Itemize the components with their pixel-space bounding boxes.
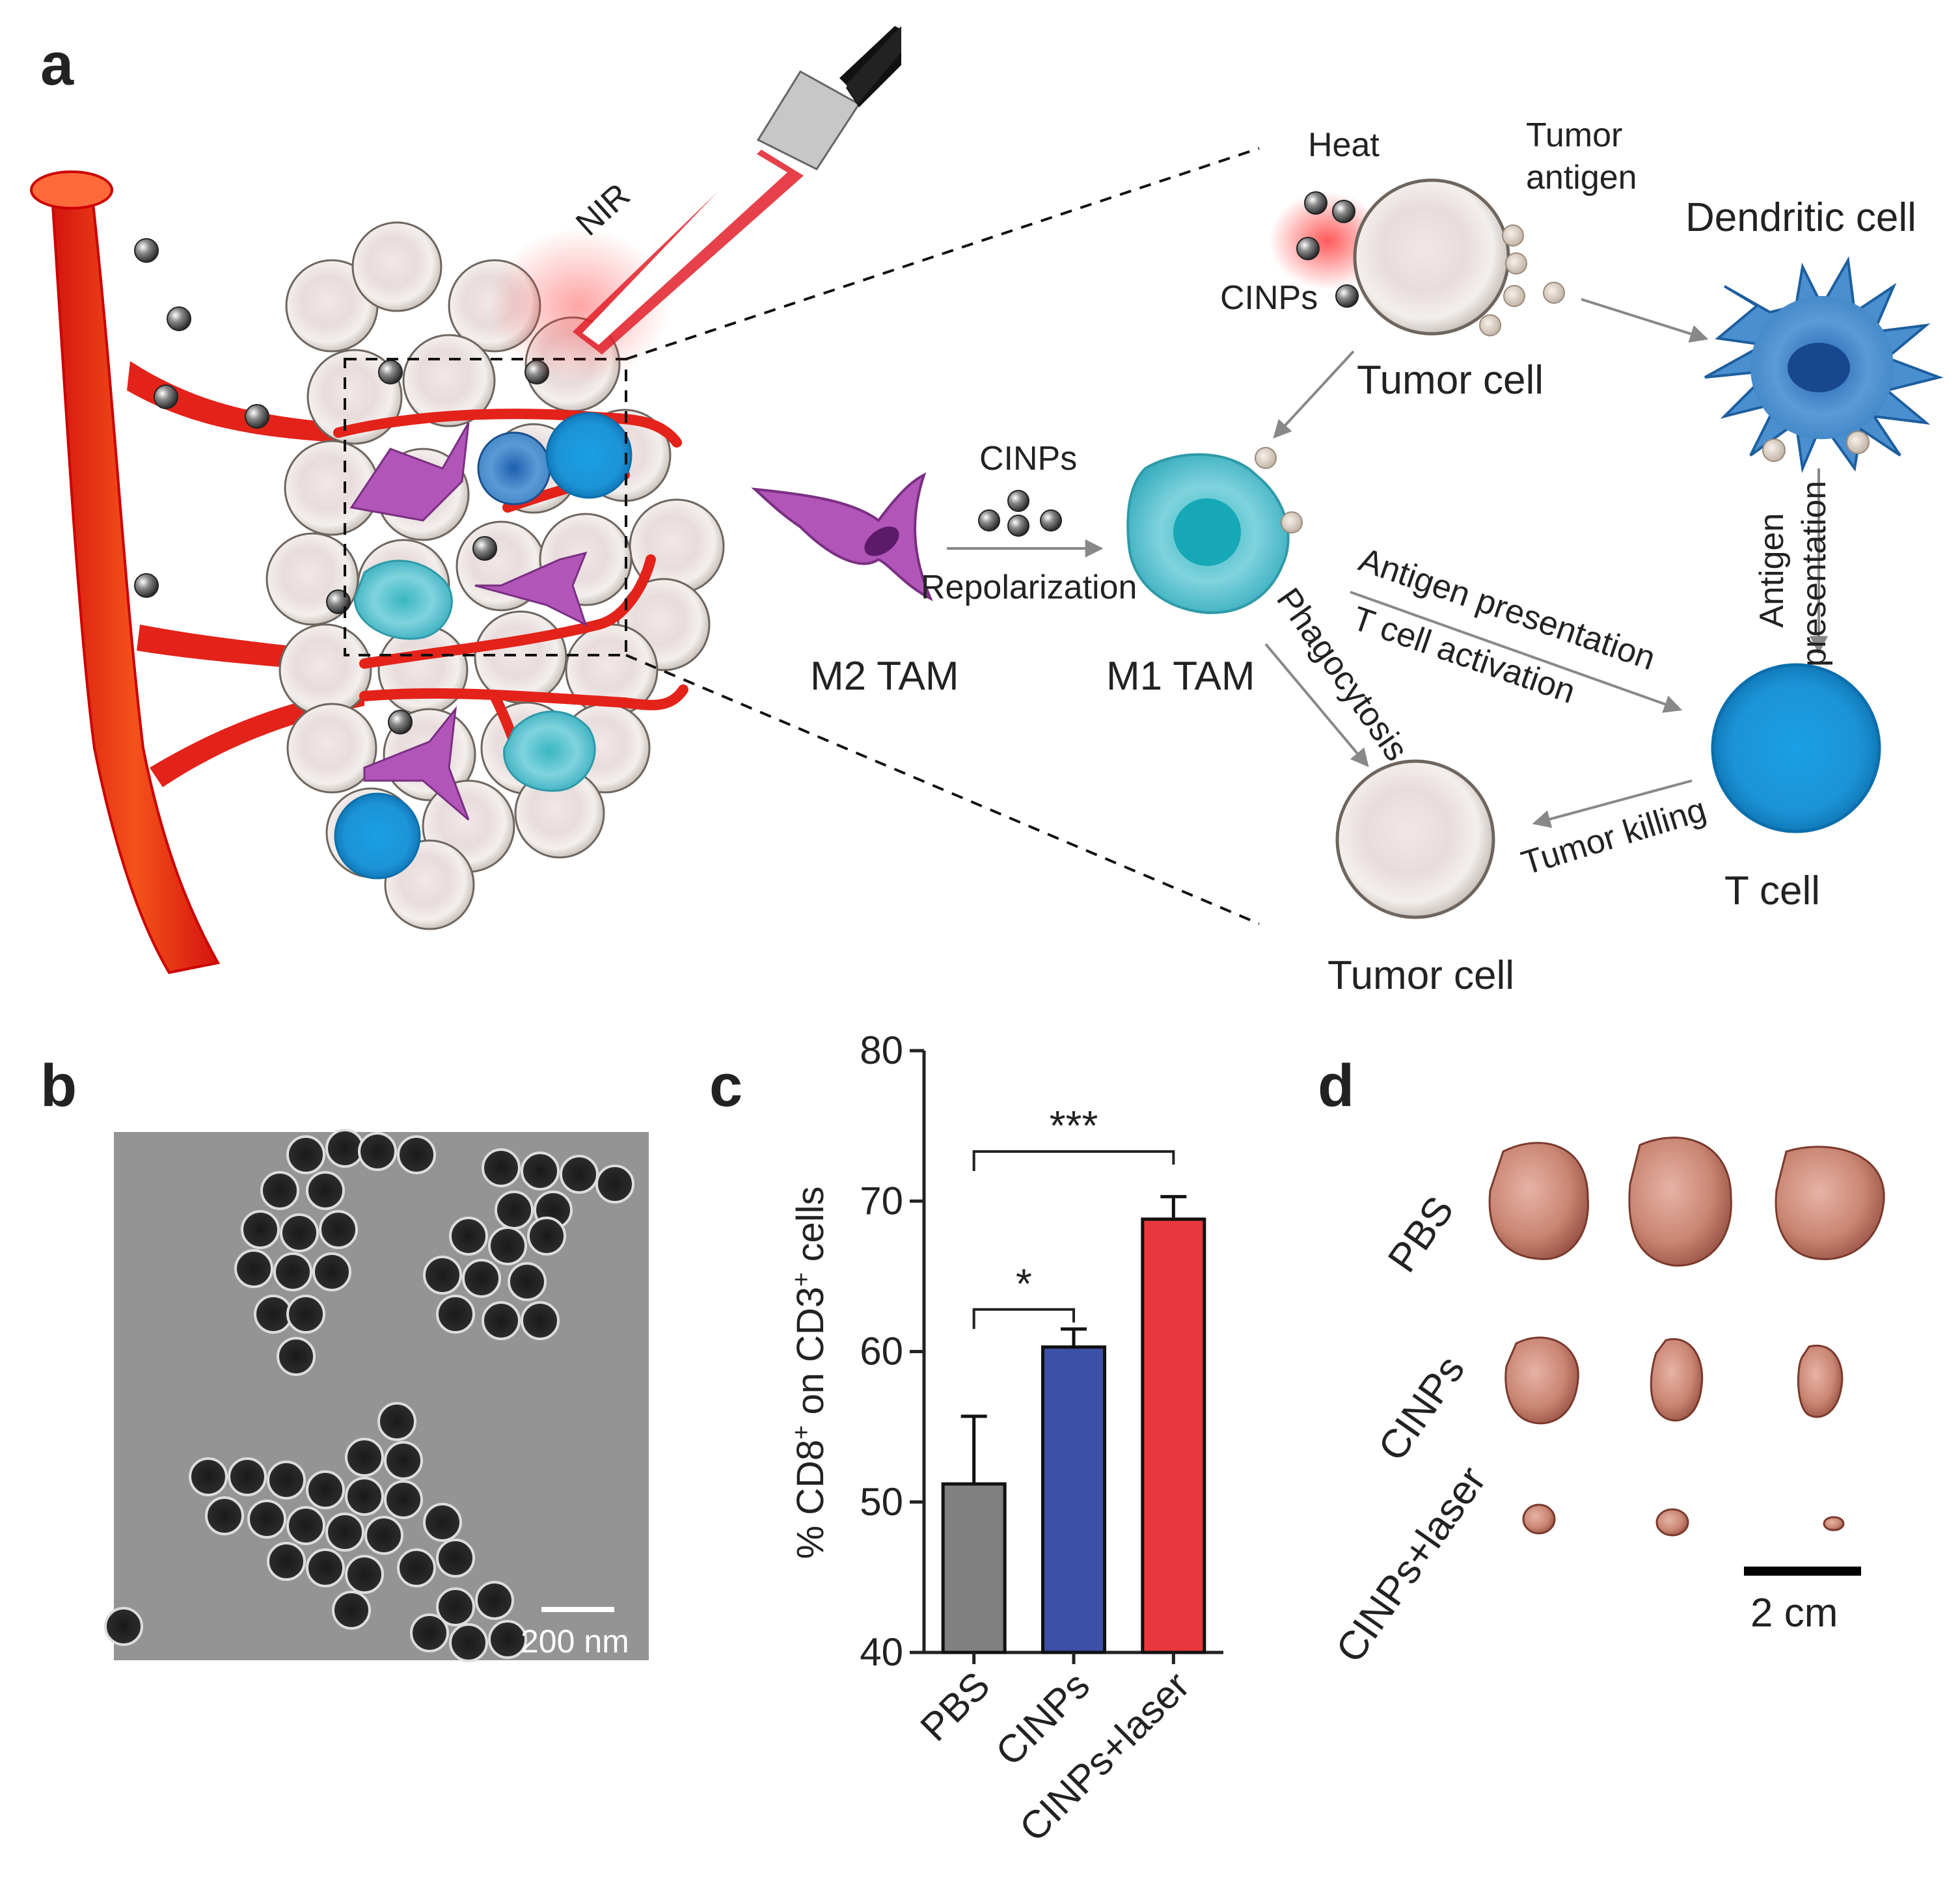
- label-antigen-v1: Antigen: [1753, 513, 1791, 628]
- dendritic-cell-in-tissue: [477, 431, 551, 505]
- photo-row-label-cinps-laser: CINPs+laser: [1327, 1459, 1495, 1671]
- label-heat: Heat: [1308, 126, 1380, 164]
- m1-tam: [1126, 447, 1303, 614]
- m2-tam: [751, 472, 933, 602]
- chart-y-tick-label: 80: [860, 1029, 903, 1072]
- arrow-tumor-to-m1: [1273, 350, 1355, 439]
- tumor-antigens-top: [1479, 224, 1565, 336]
- photo-row-label-cinps: CINPs: [1370, 1348, 1473, 1469]
- panel-a-mechanism: Heat Tumor antigen CINPs Tumor cell Dend…: [751, 116, 1944, 998]
- label-cinps-mid: CINPs: [979, 440, 1077, 478]
- photo-row-label-pbs: PBS: [1380, 1189, 1463, 1280]
- label-tumor-cell-top: Tumor cell: [1357, 358, 1544, 403]
- m2-tam-in-tissue: [349, 422, 588, 821]
- panel-label-d: d: [1318, 1053, 1354, 1119]
- label-antigen-v2: presentation: [1795, 481, 1833, 667]
- nir-laser-fiber: [488, 26, 901, 384]
- tem-image: 200 nm: [104, 1129, 649, 1662]
- panel-label-c: c: [709, 1053, 742, 1119]
- arrow-tcell-to-tumor: [1532, 779, 1693, 828]
- tem-scale-bar: [541, 1607, 614, 1612]
- label-m2-tam: M2 TAM: [810, 654, 959, 699]
- chart-significance-label: *: [1016, 1260, 1032, 1307]
- chart-y-axis-label: % CD8+ on CD3+ cells: [788, 1186, 832, 1559]
- chart-significance-bracket: [972, 1150, 1175, 1171]
- label-tumor-killing: Tumor killing: [1518, 790, 1711, 882]
- label-tumor-cell-bottom: Tumor cell: [1327, 953, 1514, 998]
- tumors-cinps-row: [1504, 1336, 1844, 1425]
- chart-x-tick-label: PBS: [912, 1664, 998, 1749]
- chart-significance-label: ***: [1050, 1102, 1098, 1149]
- panel-label-b: b: [40, 1053, 77, 1119]
- bar-chart: % CD8+ on CD3+ cells 4050607080PBSCINPsC…: [788, 1029, 1223, 1850]
- m1-tam-in-tissue-2: [503, 710, 596, 792]
- tem-particles: [104, 1129, 634, 1662]
- tem-scale-label: 200 nm: [521, 1623, 629, 1660]
- zoom-box: [344, 358, 627, 656]
- nanoparticles-heat: [1296, 191, 1359, 308]
- arrow-m1-to-tumor: [1264, 643, 1369, 768]
- t-cell-in-tissue-1: [545, 412, 633, 499]
- label-tumor-antigen-2: antigen: [1526, 159, 1637, 196]
- label-cinps-top: CINPs: [1220, 279, 1318, 317]
- chart-y-tick-label: 60: [860, 1330, 903, 1373]
- tumor-photo: PBS CINPs CINPs+laser 2 cm: [1327, 1137, 1885, 1671]
- chart-bar: [1141, 1217, 1206, 1654]
- tumors-cinps-laser-row: [1522, 1503, 1845, 1537]
- dendritic-cell: [1704, 256, 1944, 474]
- chart-bar: [941, 1482, 1007, 1654]
- label-m1-tam: M1 TAM: [1106, 654, 1255, 699]
- t-cell: [1711, 663, 1881, 833]
- chart-y-tick-label: 40: [860, 1630, 903, 1674]
- t-cell-in-tissue-2: [334, 792, 421, 880]
- tumor-cell-top: [1353, 178, 1510, 336]
- chart-significance-bracket: [972, 1308, 1075, 1329]
- chart-y-tick-label: 50: [860, 1480, 903, 1524]
- m1-tam-in-tissue-1: [353, 559, 453, 640]
- label-repolarization: Repolarization: [921, 569, 1137, 606]
- chart-bar: [1041, 1345, 1106, 1654]
- photo-scale-bar: [1744, 1567, 1861, 1576]
- tumor-cell-bottom: [1335, 759, 1495, 919]
- panel-a-tissue: NIR: [30, 26, 1260, 975]
- tumors-pbs-row: [1488, 1137, 1885, 1267]
- nanoparticles-mid: [978, 490, 1062, 537]
- photo-scale-label: 2 cm: [1750, 1591, 1838, 1636]
- panel-label-a: a: [40, 31, 74, 98]
- label-t-cell: T cell: [1724, 869, 1820, 913]
- arrow-m1-to-tcell: [1350, 591, 1683, 713]
- chart-y-tick-label: 70: [860, 1179, 903, 1222]
- arrow-tumor-to-dc: [1581, 298, 1709, 343]
- label-tumor-antigen-1: Tumor: [1526, 116, 1622, 154]
- label-dendritic-cell: Dendritic cell: [1685, 195, 1916, 240]
